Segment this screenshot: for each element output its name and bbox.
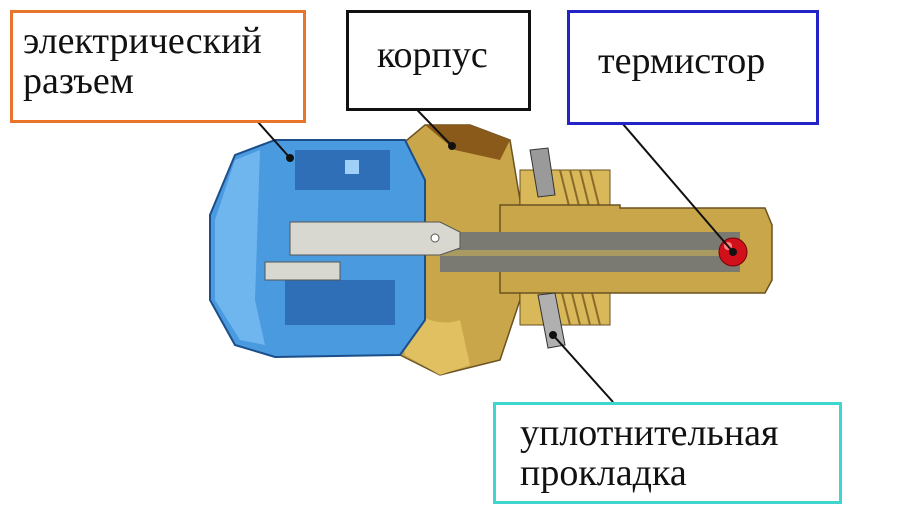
- contact-pins: [264, 221, 461, 281]
- label-line: прокладка: [520, 452, 687, 494]
- label-electric-connector: электрический разъем: [10, 10, 306, 123]
- label-line: уплотнительная: [520, 412, 779, 454]
- gasket: [529, 147, 566, 349]
- label-line: разъем: [23, 60, 134, 102]
- label-gasket: уплотнительная прокладка: [493, 402, 842, 504]
- label-line: электрический: [23, 20, 262, 62]
- label-housing: корпус: [346, 10, 531, 111]
- label-line: корпус: [377, 34, 488, 76]
- label-line: термистор: [598, 40, 766, 82]
- label-thermistor: термистор: [567, 10, 819, 125]
